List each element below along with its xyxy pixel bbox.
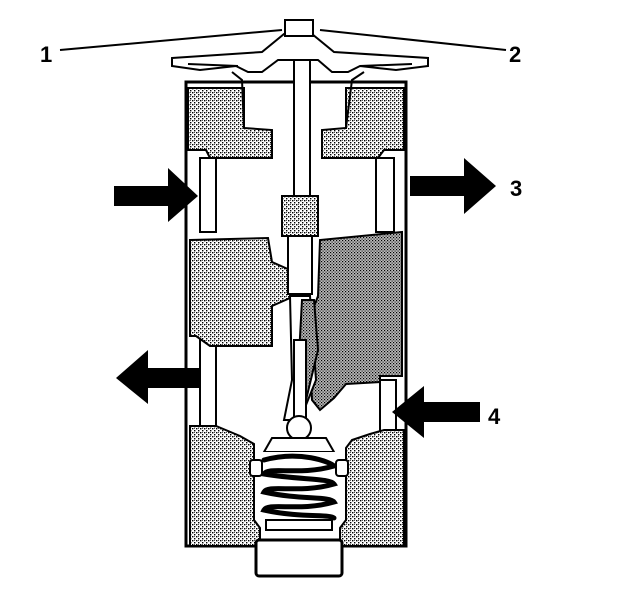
inlet-arrow-upper: [114, 168, 198, 222]
callout-2: 2: [509, 42, 521, 67]
spring: [249, 452, 349, 531]
callout-3: 3: [510, 176, 522, 201]
outlet-arrow-upper: [410, 158, 496, 214]
leader-line-2: [319, 29, 507, 51]
callout-4: 4: [488, 404, 501, 429]
diaphragm-head: [171, 19, 429, 129]
callouts: 1 2 3 4: [40, 29, 522, 429]
callout-1: 1: [40, 42, 52, 67]
inlet-arrow-lower: [392, 386, 480, 438]
outlet-arrow-lower: [116, 350, 200, 404]
push-rod: [262, 59, 336, 453]
leader-line-1: [59, 29, 283, 51]
flow-arrows: [114, 158, 496, 438]
